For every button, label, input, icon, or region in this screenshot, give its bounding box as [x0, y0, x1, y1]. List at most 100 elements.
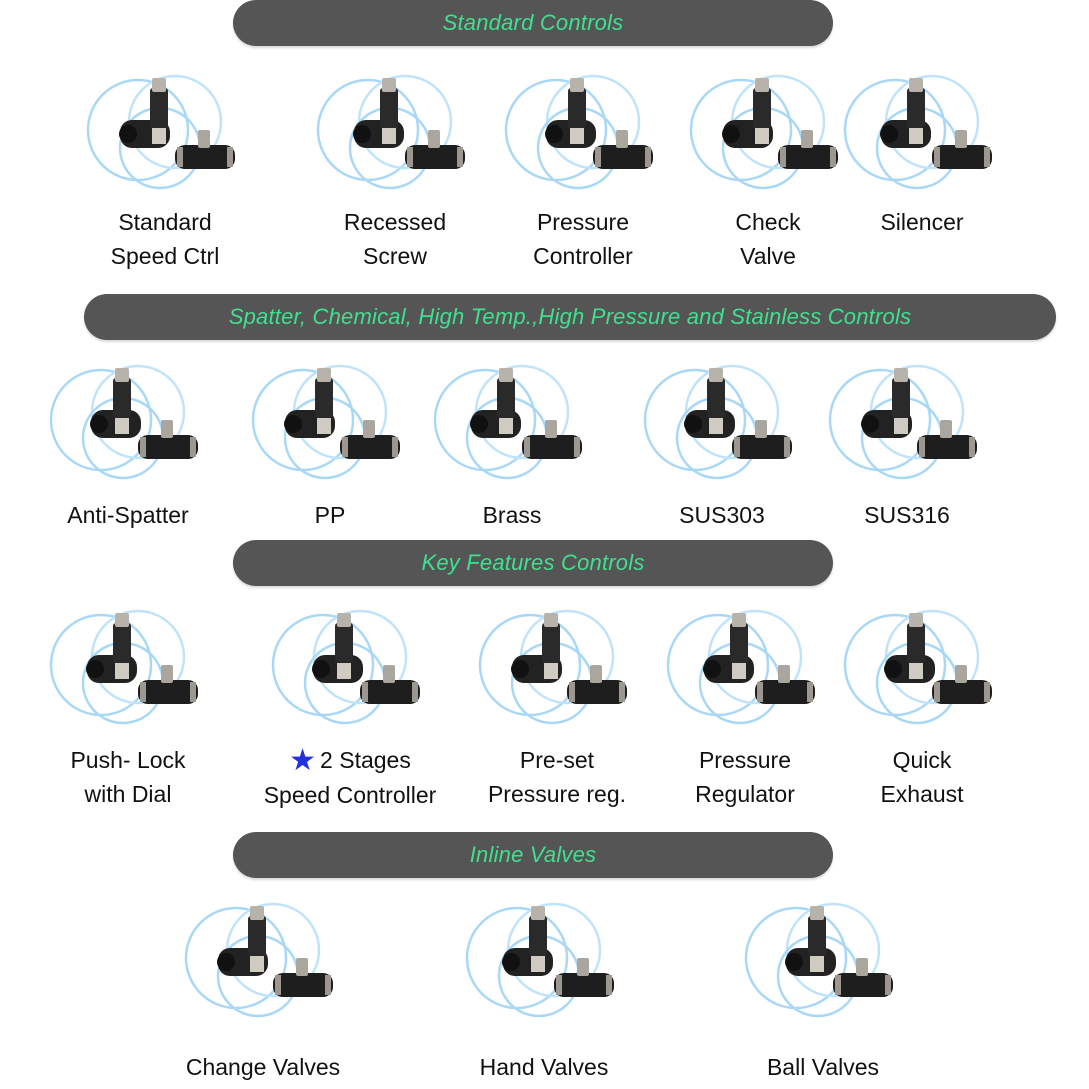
- label-text: Exhaust: [880, 781, 964, 807]
- change-valve-icon: [178, 888, 348, 1018]
- label-line: Quick: [822, 743, 1022, 777]
- label-line: Standard: [65, 205, 265, 239]
- label-text: Silencer: [880, 209, 964, 235]
- label-text: Regulator: [695, 781, 795, 807]
- star-icon: ★: [289, 744, 317, 777]
- product-card[interactable]: Silencer: [822, 60, 1022, 235]
- product-card[interactable]: SUS316: [807, 350, 1007, 528]
- silencer-icon: [837, 60, 1007, 190]
- speed-controller-icon: [80, 60, 250, 190]
- label-text: Valve: [740, 243, 796, 269]
- label-line: Speed Controller: [250, 778, 450, 812]
- label-text: Quick: [892, 747, 952, 773]
- label-line: Check: [668, 205, 868, 239]
- product-label: Silencer: [822, 205, 1022, 239]
- label-text: SUS316: [864, 502, 950, 528]
- quick-exhaust-icon: [837, 595, 1007, 725]
- section-banner-standard-controls: Standard Controls: [233, 0, 833, 46]
- label-line: Change Valves: [163, 1050, 363, 1084]
- label-line: Pressure reg.: [457, 777, 657, 811]
- push-lock-icon: [43, 595, 213, 725]
- product-card[interactable]: Anti-Spatter: [28, 350, 228, 528]
- label-text: Ball Valves: [766, 1054, 880, 1080]
- label-line: Hand Valves: [444, 1050, 644, 1084]
- label-line: Anti-Spatter: [28, 498, 228, 532]
- fitting-graphic: [90, 368, 198, 459]
- fitting-graphic: [353, 78, 465, 169]
- label-text: Speed Ctrl: [110, 243, 220, 269]
- label-line: ★2 Stages: [250, 743, 450, 778]
- label-text: Speed Controller: [263, 782, 437, 808]
- pressure-regulator-icon: [660, 595, 830, 725]
- hand-valve-icon: [459, 888, 629, 1018]
- section-title: Inline Valves: [469, 842, 597, 867]
- product-label: Change Valves: [163, 1050, 363, 1084]
- section-title: Spatter, Chemical, High Temp.,High Press…: [228, 304, 912, 329]
- label-line: Exhaust: [822, 777, 1022, 811]
- fitting-graphic: [312, 613, 420, 704]
- label-text: Check: [735, 209, 801, 235]
- label-text: Change Valves: [185, 1054, 341, 1080]
- label-line: Silencer: [822, 205, 1022, 239]
- product-label: Anti-Spatter: [28, 498, 228, 532]
- product-card[interactable]: Hand Valves: [444, 888, 644, 1080]
- product-label: PP: [230, 498, 430, 532]
- label-line: Brass: [412, 498, 612, 532]
- fitting-graphic: [119, 78, 235, 169]
- label-text: Pressure: [698, 747, 792, 773]
- label-line: Pressure: [483, 205, 683, 239]
- product-card[interactable]: Ball Valves: [723, 888, 923, 1080]
- label-line: Recessed: [295, 205, 495, 239]
- label-text: Screw: [363, 243, 427, 269]
- label-line: Regulator: [645, 777, 845, 811]
- label-text: SUS303: [679, 502, 765, 528]
- fitting-graphic: [722, 78, 838, 169]
- fitting-graphic: [511, 613, 627, 704]
- fitting-graphic: [545, 78, 653, 169]
- label-line: Ball Valves: [723, 1050, 923, 1084]
- section-banner-inline-valves: Inline Valves: [233, 832, 833, 878]
- check-valve-icon: [683, 60, 853, 190]
- fitting-graphic: [884, 613, 992, 704]
- product-label: SUS316: [807, 498, 1007, 532]
- label-text: Recessed: [343, 209, 447, 235]
- product-card[interactable]: Change Valves: [163, 888, 363, 1080]
- fitting-graphic: [880, 78, 992, 169]
- product-label: SUS303: [622, 498, 822, 532]
- fitting-graphic: [703, 613, 815, 704]
- product-card[interactable]: Brass: [412, 350, 612, 528]
- label-line: SUS316: [807, 498, 1007, 532]
- label-line: Pressure: [645, 743, 845, 777]
- recessed-screw-icon: [310, 60, 480, 190]
- product-card[interactable]: PP: [230, 350, 430, 528]
- label-text: Pre-set: [519, 747, 595, 773]
- fitting-graphic: [217, 906, 333, 997]
- label-line: Pre-set: [457, 743, 657, 777]
- ball-valve-icon: [738, 888, 908, 1018]
- sus316-fitting-icon: [822, 350, 992, 480]
- label-line: SUS303: [622, 498, 822, 532]
- pressure-controller-icon: [498, 60, 668, 190]
- pp-fitting-icon: [245, 350, 415, 480]
- anti-spatter-icon: [43, 350, 213, 480]
- section-title: Key Features Controls: [421, 550, 645, 575]
- label-text: Brass: [482, 502, 542, 528]
- section-banner-key-features: Key Features Controls: [233, 540, 833, 586]
- product-card[interactable]: SUS303: [622, 350, 822, 528]
- label-line: Speed Ctrl: [65, 239, 265, 273]
